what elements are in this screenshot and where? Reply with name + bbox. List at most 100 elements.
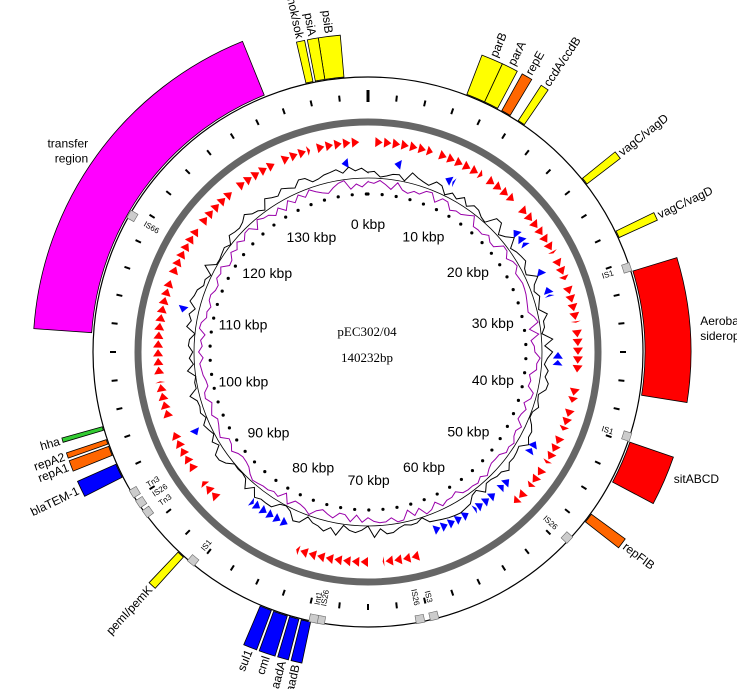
reverse-cds-arrow [480,498,490,507]
feature-arc-repa2 [65,439,109,459]
forward-cds-arrow [158,392,169,402]
reverse-cds-arrow [247,497,255,506]
forward-cds-arrow [539,233,548,243]
feature-arcs: transferregionAerobactinsiderophoresitAB… [28,0,737,689]
is-element-box [414,613,426,625]
forward-cds-arrow [565,294,576,303]
kbp-dot [490,448,494,452]
outer-tick [423,100,427,107]
outer-ticks [110,90,626,610]
is-element-box [621,430,633,442]
kbp-dot [322,198,327,202]
feature-label: psiA [301,12,319,37]
outer-tick [116,407,123,411]
forward-cds-arrow [572,356,583,364]
reverse-cds-arrow [513,229,522,239]
outer-tick [338,95,341,102]
kbp-dot [422,498,426,502]
kbp-dot [274,478,278,483]
forward-cds-arrow [385,555,394,566]
reverse-cds-arrow [451,178,457,188]
kbp-dot [221,413,225,417]
forward-cds-arrow [153,331,164,340]
outer-tick [450,589,455,596]
outer-tick [545,168,552,175]
feature-arc-blatem-1 [76,463,123,497]
kbp-dot [448,485,452,489]
kbp-label: 0 kbp [351,216,385,232]
forward-cds-arrow [325,554,334,564]
kbp-label: 120 kbp [242,265,292,281]
forward-cds-arrow [392,138,401,149]
reverse-cds-arrow [439,522,448,532]
forward-cds-arrow [189,228,199,238]
forward-cds-arrow [400,139,409,150]
is-element-label: IS26 [541,514,560,532]
reverse-cds-arrow [446,519,455,529]
outer-tick [124,434,131,439]
kbp-dot [208,344,212,348]
forward-cds-arrow [555,265,566,275]
feature-arc-vagc-vagd [581,151,621,185]
forward-cds-arrow [534,226,543,236]
is-element-box [186,554,200,567]
is-element-label: IS66 [142,220,161,236]
is-element-box [126,209,139,223]
kbp-dot [209,330,213,334]
kbp-dot [511,412,516,416]
reverse-cds-arrow [528,441,537,450]
reverse-cds-arrow [460,512,469,521]
outer-tick [338,602,341,609]
feature-label: aadB [283,663,303,689]
kbp-dot [470,468,475,473]
kbp-dot [227,426,231,430]
is-element-label: Int1 [313,590,325,605]
gc-skew-trace [197,179,541,524]
forward-cds-arrow [180,243,190,252]
kbp-dot [261,232,265,236]
forward-cds-arrow [297,148,306,159]
outer-tick [605,265,612,270]
forward-cds-arrow [569,387,580,396]
feature-arc-hok-sok [295,39,314,84]
outer-tick [229,564,235,571]
forward-cds-arrow [300,548,309,558]
kbp-dot [520,314,524,319]
forward-cds-arrow [273,158,279,168]
forward-cds-arrow [153,349,164,357]
feature-arc-hha [61,426,104,443]
gc-tracks [186,166,554,539]
is-element-label: IS1 [601,268,616,280]
forward-cds-arrow [163,409,174,419]
kbp-dot [233,264,237,268]
forward-cds-arrow [547,249,557,254]
forward-cds-arrow [559,424,569,431]
kbp-label: 10 kbp [402,229,444,245]
forward-cds-arrow [417,143,426,154]
outer-tick [594,239,601,244]
feature-arc-repfib [584,513,626,549]
forward-cds-arrow [198,217,208,226]
kbp-dot [241,252,246,257]
outer-tick [395,95,398,102]
is-element-box [308,613,320,624]
reverse-cds-arrow [251,500,261,509]
forward-cds-arrow [153,357,164,366]
feature-label: vagC/vagD [655,183,715,221]
feature-label: sitABCD [674,472,720,486]
forward-cds-arrow [543,458,552,464]
outer-ring [92,76,644,628]
kbp-dot [215,302,219,307]
forward-cds-arrow [334,555,343,566]
forward-cds-arrow [210,204,219,213]
forward-cds-arrow [250,172,260,181]
feature-arc-ccda-ccdb [517,84,549,126]
reverse-cds-arrow [524,448,534,456]
kbp-dot [489,251,493,255]
kbp-dot [208,358,212,362]
kbp-dot [311,498,315,502]
forward-cds-arrow [308,550,318,561]
outer-tick [281,108,286,115]
outer-tick [564,508,571,514]
